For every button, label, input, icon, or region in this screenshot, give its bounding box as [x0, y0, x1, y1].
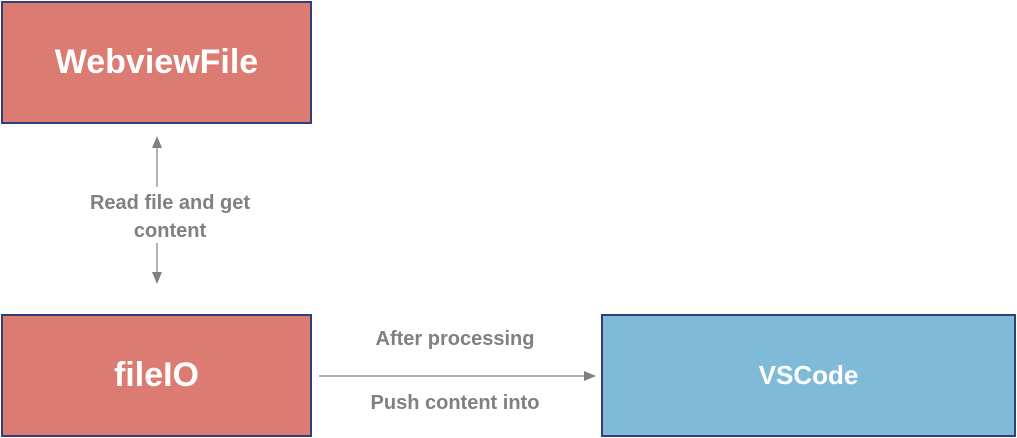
fileio-label: fileIO	[113, 356, 200, 394]
vscode-label: VSCode	[758, 360, 859, 390]
vscode-node: VSCode	[601, 314, 1016, 437]
webviewfile-label: WebviewFile	[54, 43, 259, 81]
push-edge-label-above: After processing	[375, 328, 535, 350]
push-edge-arrow	[319, 371, 596, 381]
fileio-node: fileIO	[1, 314, 312, 437]
push-edge-label-below: Push content into	[370, 392, 540, 414]
webviewfile-node: WebviewFile	[1, 1, 312, 124]
read-edge-label: Read file and get content	[89, 192, 251, 242]
